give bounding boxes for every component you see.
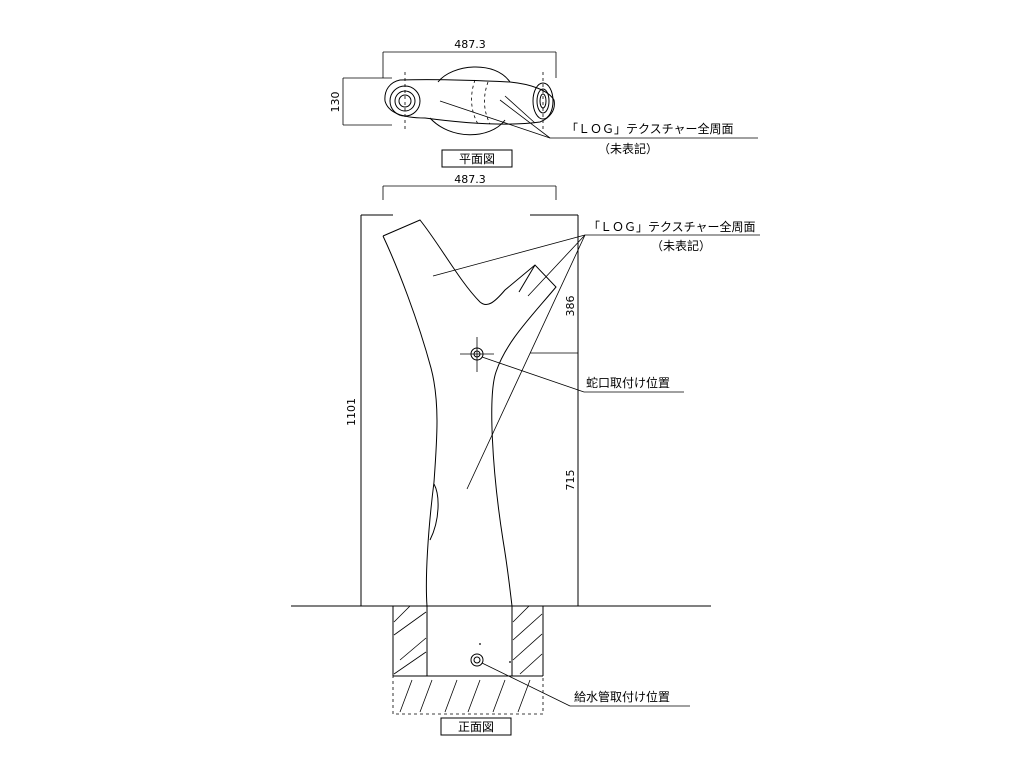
front-texture-callout-line1: 「ＬＯＧ」テクスチャー全周面 xyxy=(588,219,756,234)
log-trunk-left-edge xyxy=(382,219,557,607)
plan-width-dimension: 487.3 xyxy=(454,38,486,51)
front-texture-callout-line2: （未表記） xyxy=(651,238,711,253)
plan-height-dimension: 130 xyxy=(329,92,342,113)
foundation xyxy=(392,605,544,715)
front-title: 正面図 xyxy=(458,720,494,734)
front-view: 487.3 1101 386 715 「ＬＯＧ」テクスチャ xyxy=(291,173,760,736)
plan-view: 487.3 130 「ＬＯＧ」テクスチャー全周面 xyxy=(329,38,758,168)
plan-title-box xyxy=(441,149,513,168)
plan-faucet-right xyxy=(532,72,554,130)
faucet-mount-mark xyxy=(460,337,494,372)
plan-texture-callout-line2: （未表記） xyxy=(598,141,658,156)
front-top-to-faucet-dimension: 386 xyxy=(564,296,577,317)
front-faucet-height-dimension: 715 xyxy=(564,470,577,491)
plan-texture-callout-line1: 「ＬＯＧ」テクスチャー全周面 xyxy=(566,121,734,136)
plan-outline xyxy=(384,79,555,125)
front-total-height-dimension: 1101 xyxy=(345,398,358,426)
front-width-dimension: 487.3 xyxy=(454,173,486,186)
supply-pipe-position-callout: 給水管取付け位置 xyxy=(574,689,670,704)
faucet-position-callout: 蛇口取付け位置 xyxy=(586,375,670,390)
plan-title: 平面図 xyxy=(459,152,495,166)
supply-pipe-mark xyxy=(470,643,511,667)
front-title-box xyxy=(440,717,512,736)
plan-faucet-left xyxy=(389,72,421,130)
